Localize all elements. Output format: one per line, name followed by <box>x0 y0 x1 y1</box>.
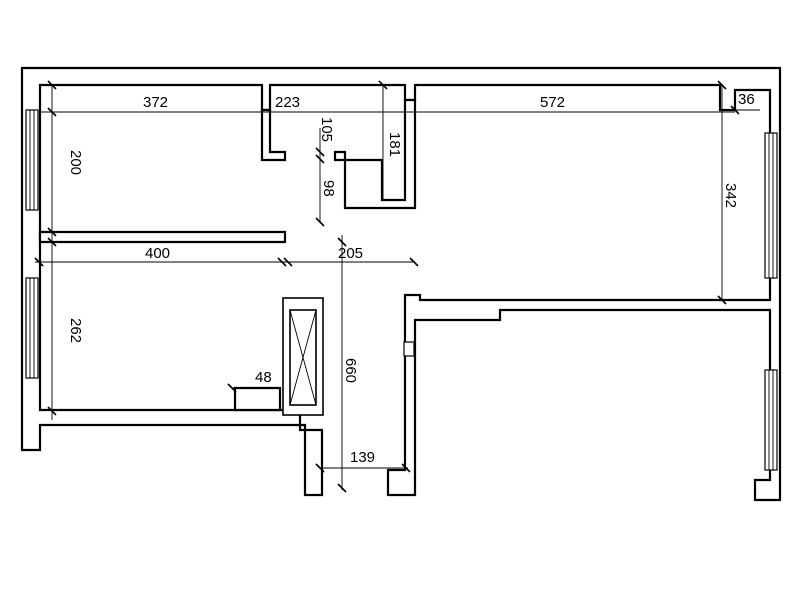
dim-step-width: 48 <box>255 369 272 386</box>
window-right-upper <box>764 132 778 279</box>
step-ledge <box>233 386 282 412</box>
dim-left-room-height: 200 <box>67 150 84 175</box>
door-jamb <box>403 341 415 357</box>
dim-top-middle-width: 223 <box>275 94 300 111</box>
dim-lower-left-width: 400 <box>145 245 170 262</box>
window-left-lower <box>25 277 39 379</box>
dim-lower-middle-width: 205 <box>338 245 363 262</box>
dim-right-room-height: 342 <box>722 183 739 208</box>
outer-wall <box>20 66 782 502</box>
niche-wall-left <box>260 108 287 162</box>
dim-lower-left-height: 262 <box>67 318 84 343</box>
dim-niche-depth: 98 <box>320 180 337 197</box>
dim-upper-offset: 105 <box>318 117 335 142</box>
dim-corridor-length: 660 <box>342 358 359 383</box>
window-left-upper <box>25 109 39 211</box>
niche-wall <box>333 98 417 210</box>
dimension-lines <box>34 80 760 493</box>
dim-niche-height: 181 <box>386 132 403 157</box>
dim-corner-width: 36 <box>738 91 755 108</box>
dim-bottom-width: 139 <box>350 449 375 466</box>
partition-wall-horizontal <box>38 230 287 244</box>
shaft-cross-b <box>289 309 317 406</box>
dim-top-left-width: 372 <box>143 94 168 111</box>
window-right-lower <box>764 369 778 471</box>
dim-top-right-width: 572 <box>540 94 565 111</box>
